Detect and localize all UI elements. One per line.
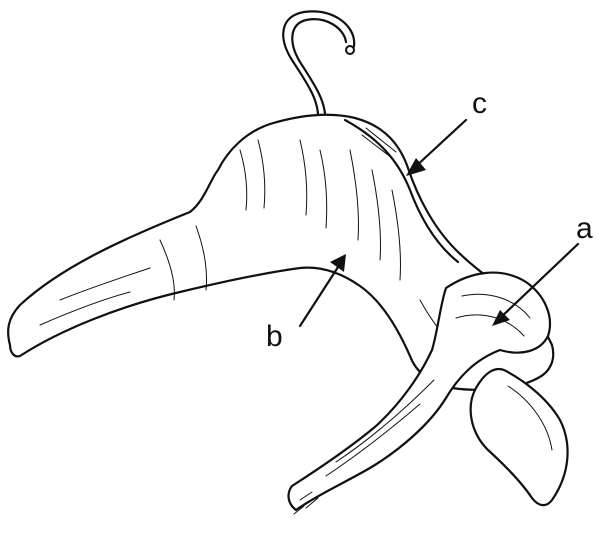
callout-label-a: a (576, 212, 593, 245)
callout-label-b: b (266, 320, 283, 353)
callout-arrow-c (406, 120, 466, 176)
callout-label-c: c (472, 87, 487, 120)
hanger-hook (283, 11, 354, 122)
curved-horn (471, 369, 568, 505)
